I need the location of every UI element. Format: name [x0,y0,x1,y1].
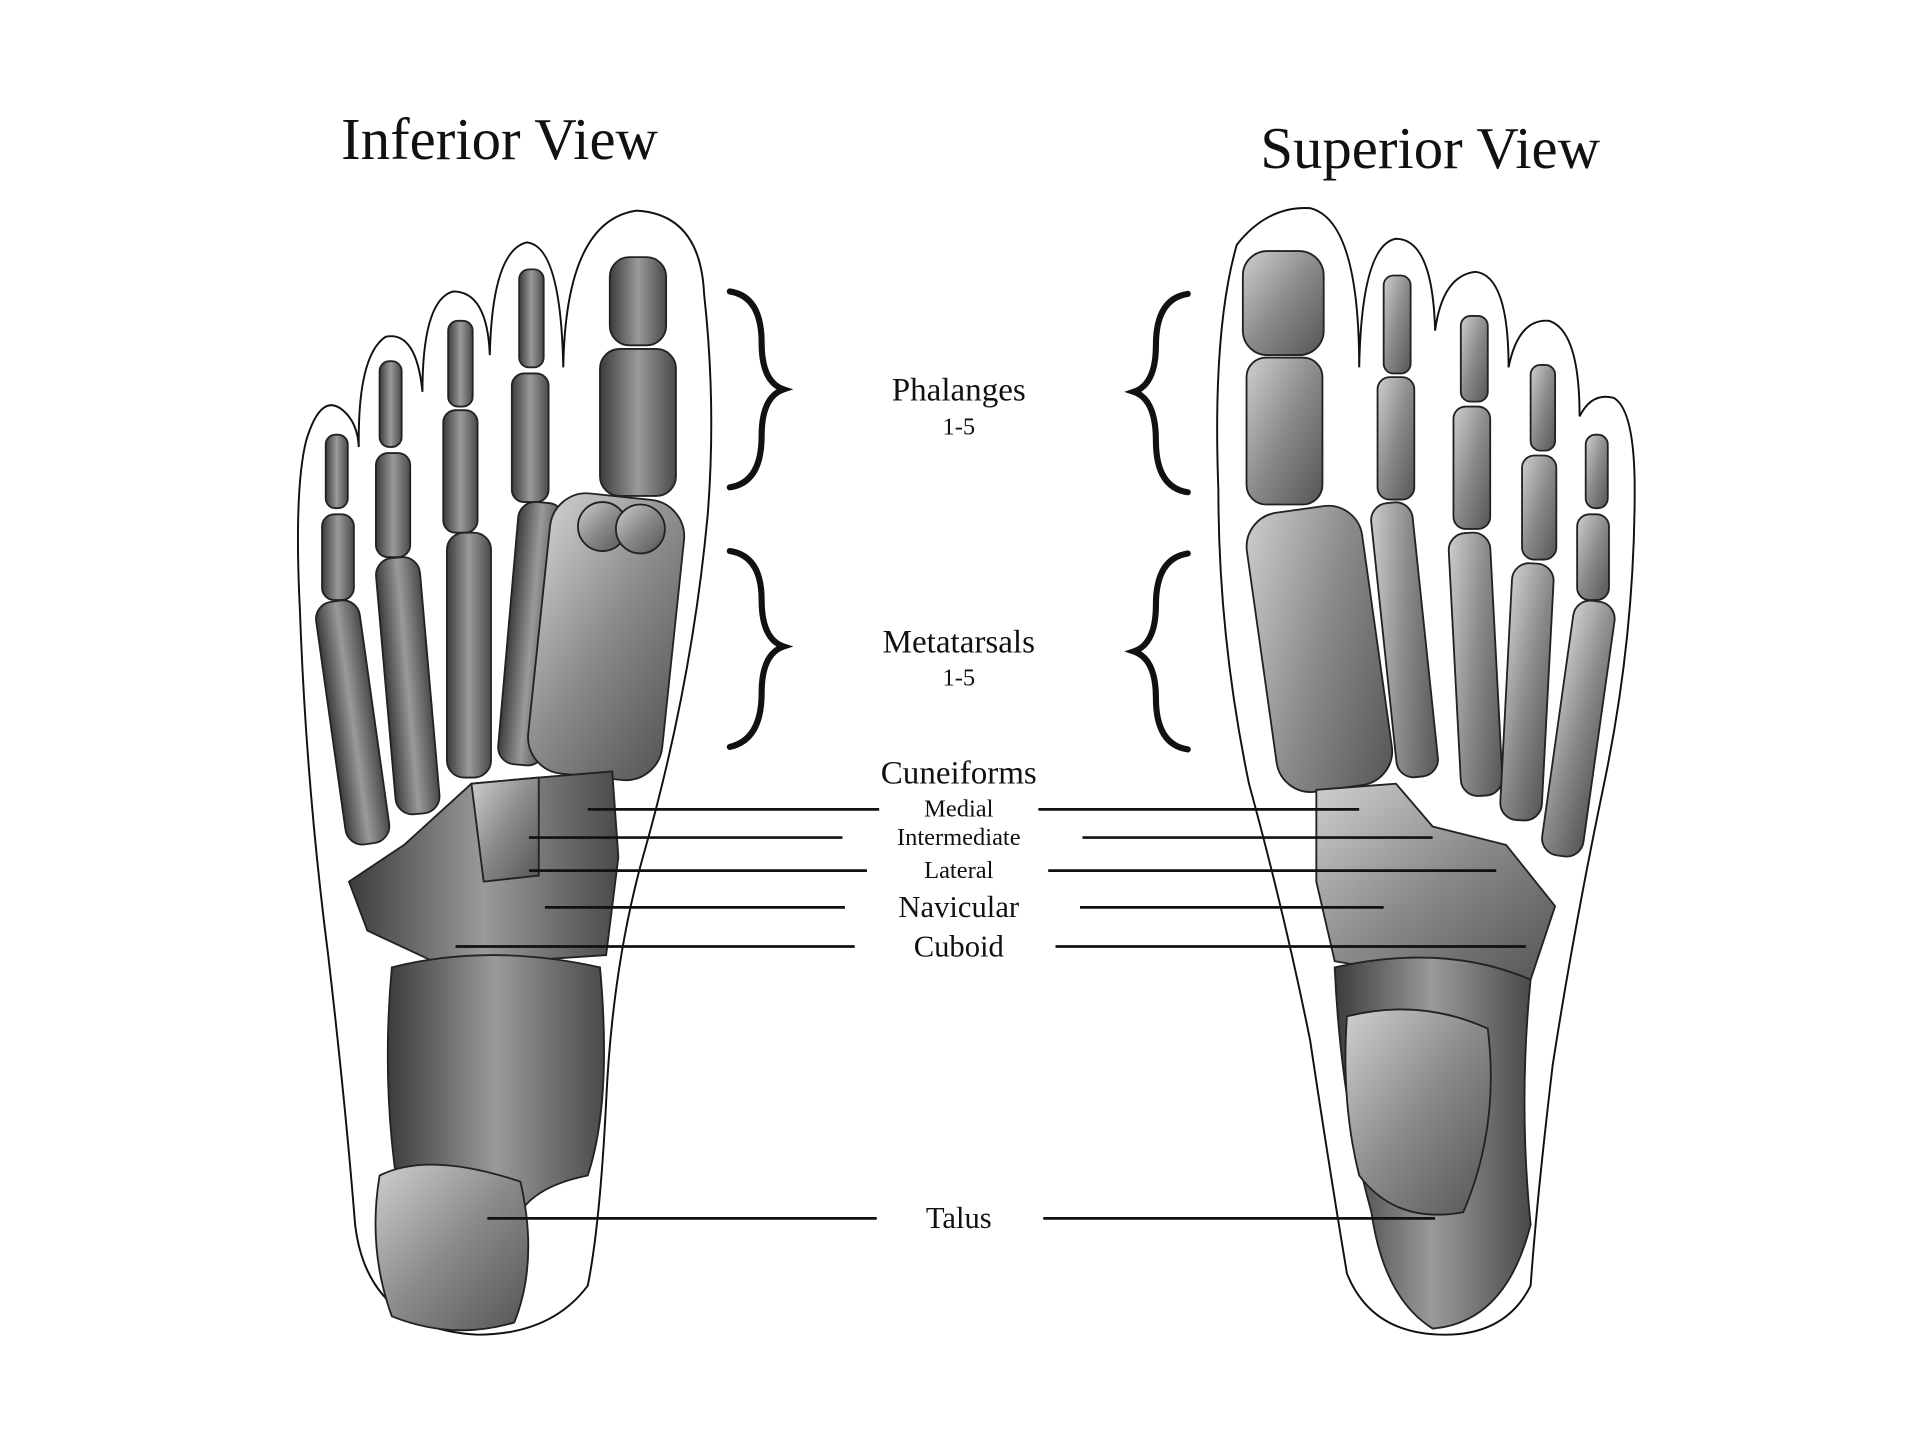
phalanges-brace-left [726,288,794,491]
label-cuneiforms: Cuneiforms [881,756,1037,792]
label-metatarsals-range: 1-5 [942,665,975,692]
right-phalanges [1241,250,1610,601]
label-metatarsals: Metatarsals [883,625,1035,661]
left-tarsals [347,770,620,1332]
right-foot-outline [1216,207,1636,1336]
label-cuboid: Cuboid [914,929,1004,963]
label-lateral: Lateral [924,857,993,884]
superior-foot [1216,207,1636,1336]
label-medial: Medial [924,796,994,823]
left-phalanges [321,256,677,601]
label-navicular: Navicular [898,890,1019,924]
metatarsals-brace-right [1124,550,1191,753]
label-phalanges-range: 1-5 [942,414,975,441]
inferior-foot [296,209,713,1336]
label-phalanges: Phalanges [892,372,1026,408]
leader-lines [455,808,1526,1220]
inferior-view-title: Inferior View [341,107,658,172]
label-talus: Talus [926,1201,992,1235]
left-metatarsals [315,492,686,846]
right-metatarsals [1245,501,1616,858]
right-tarsals [1315,782,1557,1330]
superior-view-title: Superior View [1260,116,1600,181]
metatarsals-brace-left [726,547,794,750]
label-intermediate: Intermediate [897,824,1021,851]
phalanges-brace-right [1124,290,1191,496]
left-foot-outline [296,209,713,1336]
